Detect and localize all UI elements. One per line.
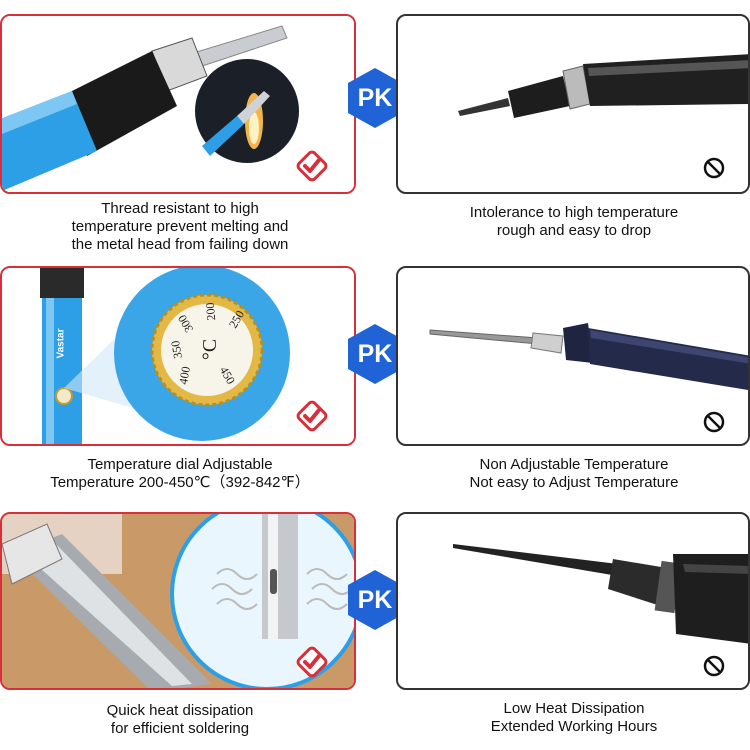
bad-caption-dial: Non Adjustable Temperature Not easy to A… bbox=[412, 456, 736, 492]
pk-label: PK bbox=[357, 84, 393, 112]
competitor-iron-image bbox=[458, 54, 748, 118]
good-panel-dial: 200 250 300 350 400 450 °C Vastar bbox=[0, 266, 356, 446]
dial-reading: 350 bbox=[168, 339, 185, 360]
caption-line: temperature prevent melting and bbox=[71, 218, 289, 235]
caption-line: Quick heat dissipation bbox=[106, 702, 254, 719]
red-check-badge-icon bbox=[296, 150, 328, 182]
caption-line: Extended Working Hours bbox=[490, 718, 658, 735]
caption-line: Thread resistant to high bbox=[101, 200, 259, 217]
bad-caption-heat: Low Heat Dissipation Extended Working Ho… bbox=[412, 700, 736, 736]
good-caption-dial: Temperature dial Adjustable Temperature … bbox=[20, 456, 340, 492]
good-caption-heat: Quick heat dissipation for efficient sol… bbox=[20, 702, 340, 738]
dial-unit: °C bbox=[199, 338, 222, 361]
bad-panel-thread bbox=[396, 14, 750, 194]
caption-line: Temperature dial Adjustable bbox=[87, 456, 273, 473]
pk-label: PK bbox=[357, 340, 393, 368]
competitor-iron-image bbox=[429, 323, 748, 390]
bad-panel-dial bbox=[396, 266, 750, 446]
pk-hexagon-icon: PK bbox=[347, 67, 403, 129]
caption-line: Non Adjustable Temperature bbox=[479, 456, 669, 473]
dial-reading: 200 bbox=[202, 301, 219, 322]
pk-label: PK bbox=[357, 586, 393, 614]
caption-line: for efficient soldering bbox=[110, 720, 250, 737]
caption-line: rough and easy to drop bbox=[496, 222, 652, 239]
temperature-dial-image bbox=[2, 268, 354, 444]
bad-panel-heat bbox=[396, 512, 750, 690]
prohibited-icon bbox=[703, 411, 725, 433]
caption-line: the metal head from failing down bbox=[71, 236, 289, 253]
caption-line: Low Heat Dissipation bbox=[503, 700, 645, 717]
red-check-badge-icon bbox=[296, 400, 328, 432]
good-panel-thread bbox=[0, 14, 356, 194]
pk-hexagon-icon: PK bbox=[347, 323, 403, 385]
red-check-badge-icon bbox=[296, 646, 328, 678]
good-panel-heat bbox=[0, 512, 356, 690]
brand-text: Vastar bbox=[55, 328, 67, 359]
dial-reading: 400 bbox=[176, 365, 193, 386]
soldering-iron-thread-image bbox=[2, 16, 354, 192]
caption-line: Intolerance to high temperature bbox=[469, 204, 679, 221]
good-caption-thread: Thread resistant to high temperature pre… bbox=[20, 200, 340, 254]
bad-caption-thread: Intolerance to high temperature rough an… bbox=[412, 204, 736, 240]
caption-line: Not easy to Adjust Temperature bbox=[469, 474, 679, 491]
heat-dissipation-image bbox=[2, 514, 354, 688]
prohibited-icon bbox=[703, 157, 725, 179]
prohibited-icon bbox=[703, 655, 725, 677]
caption-line: Temperature 200-450℃（392-842℉） bbox=[50, 474, 310, 491]
competitor-iron-image bbox=[453, 544, 748, 644]
pk-hexagon-icon: PK bbox=[347, 569, 403, 631]
